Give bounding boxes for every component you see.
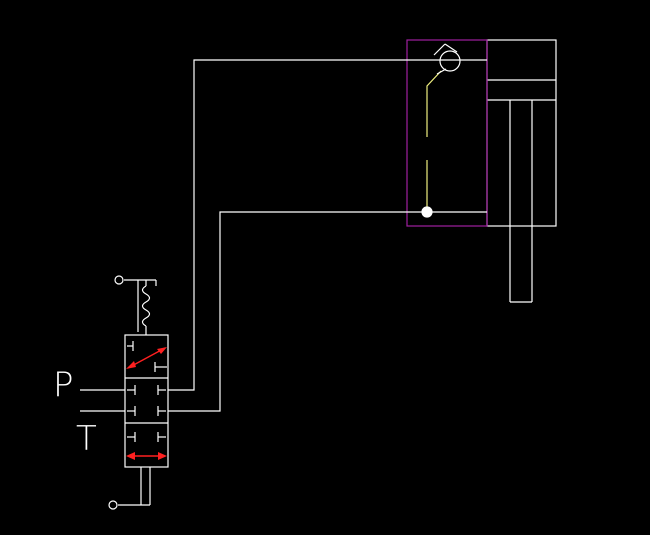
actuator-bottom-terminal: [108, 500, 118, 510]
lower-actuator: [108, 467, 151, 510]
flow-arrow-diagonal-head-1: [126, 361, 136, 369]
check-valve-seat-1: [433, 43, 446, 56]
spring-icon: [114, 275, 157, 335]
line-b-to-rod-end: [168, 211, 487, 412]
cylinder-barrel: [486, 39, 557, 227]
tank-port-label: T: [76, 419, 97, 459]
check-valve-ball: [439, 50, 461, 72]
pressure-port-label: P: [53, 365, 74, 405]
flow-arrow-horizontal-head-1: [126, 452, 135, 460]
line-a-to-cap-end: [168, 59, 487, 391]
check-valve-seat-2: [444, 43, 458, 53]
check-valve-pilot: [436, 68, 447, 75]
actuator-top-terminal: [114, 275, 124, 285]
spring-coils: [141, 285, 151, 327]
directional-valve: [124, 334, 169, 468]
pilot-line-upper: [426, 70, 442, 137]
check-valve-icon: [433, 43, 461, 75]
hydraulic-cylinder-icon: [486, 39, 557, 303]
valve-body: [124, 334, 169, 468]
flow-arrow-horizontal-head-2: [158, 452, 167, 460]
valve-group-enclosure: [406, 39, 488, 227]
flow-arrow-diagonal-head-2: [157, 347, 167, 354]
